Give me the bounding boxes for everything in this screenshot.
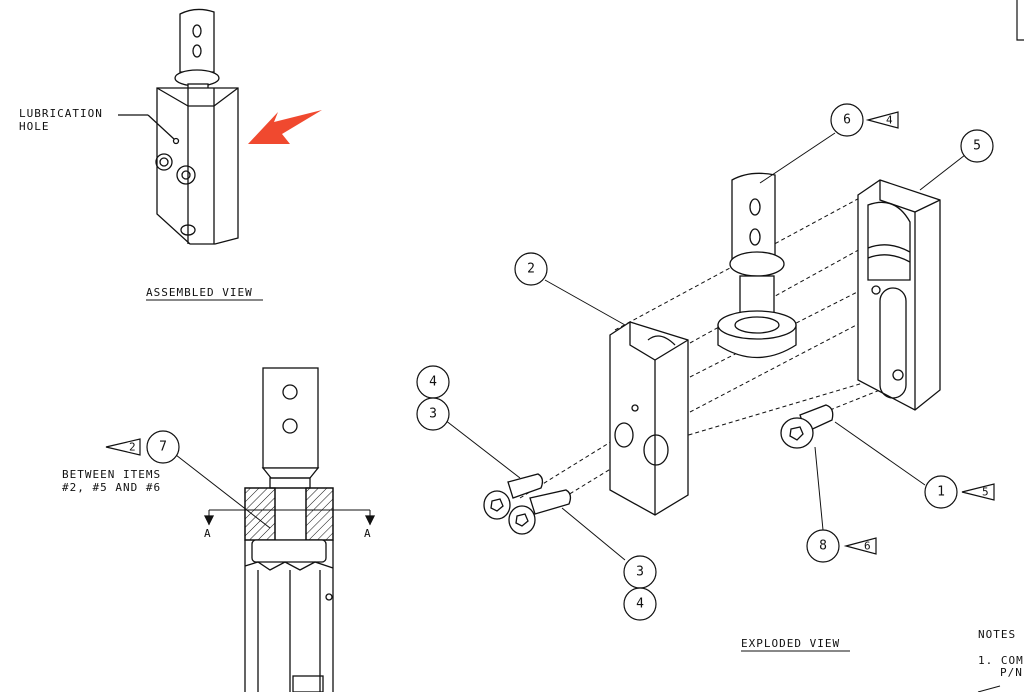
assembled-view xyxy=(118,8,239,245)
assembled-screw-1 xyxy=(155,153,173,171)
notes-line-1: 1. COM xyxy=(978,654,1024,667)
cut-label-right: A xyxy=(364,527,372,540)
balloon-item-4-lower-number: 4 xyxy=(636,597,644,612)
block-item-5 xyxy=(857,179,941,411)
assembled-pin-tab xyxy=(179,8,215,73)
balloon-item-3-upper-number: 3 xyxy=(429,407,437,422)
screw-lower xyxy=(529,489,572,515)
cut-label-left: A xyxy=(204,527,212,540)
red-pointer-arrow xyxy=(248,110,322,144)
balloon-item-6-number: 6 xyxy=(843,113,851,128)
lubrication-label-line1: LUBRICATION xyxy=(19,107,103,120)
balloon-item-8: 8 6 xyxy=(806,529,877,563)
pin-collar xyxy=(729,251,785,277)
balloon-item-2-number: 2 xyxy=(527,262,535,277)
assembled-hinge-body xyxy=(156,87,239,245)
balloon-item-2: 2 xyxy=(514,252,548,286)
section-view xyxy=(175,367,376,692)
between-items-line1: BETWEEN ITEMS xyxy=(62,468,161,481)
balloon-item-4-upper-number: 4 xyxy=(429,375,437,390)
section-hatch-left xyxy=(244,487,276,541)
pin-shaft xyxy=(739,275,775,317)
notes-line-2: P/N xyxy=(1000,666,1023,679)
section-hatch-right xyxy=(305,487,334,541)
pin-tab xyxy=(731,172,776,263)
exploded-parts xyxy=(483,172,941,535)
balloon-item-1-flag: 5 xyxy=(982,486,989,499)
balloon-item-1-number: 1 xyxy=(937,485,945,500)
balloon-item-8-number: 8 xyxy=(819,539,827,554)
lubrication-hole xyxy=(172,137,180,145)
lubrication-label-line2: HOLE xyxy=(19,120,50,133)
assembled-screw-2 xyxy=(176,165,196,185)
notes-title: NOTES xyxy=(978,628,1016,641)
section-pin-tab xyxy=(262,367,319,469)
balloon-item-5: 5 xyxy=(960,129,994,163)
balloon-item-6-flag: 4 xyxy=(886,114,893,127)
screw-upper xyxy=(507,473,544,499)
balloon-item-8-flag: 6 xyxy=(864,540,871,553)
block-item-2 xyxy=(609,321,689,516)
title-block-corner xyxy=(1016,0,1024,41)
exploded-leaders xyxy=(444,132,966,561)
balloon-item-4-upper: 4 xyxy=(416,365,450,399)
balloon-7-number: 7 xyxy=(159,440,167,455)
balloon-item-4-lower: 4 xyxy=(623,587,657,621)
exploded-view-title: EXPLODED VIEW xyxy=(741,637,840,650)
balloon-item-5-number: 5 xyxy=(973,139,981,154)
assembled-bottom-screw xyxy=(180,224,196,236)
section-collar xyxy=(251,539,327,563)
flag-note-2-number: 2 xyxy=(129,441,136,454)
balloon-item-3-lower-number: 3 xyxy=(636,565,644,580)
assembled-view-title: ASSEMBLED VIEW xyxy=(146,286,253,299)
balloon-item-6: 6 4 xyxy=(830,103,899,137)
section-break-line xyxy=(244,561,334,571)
flag-note-2: 2 xyxy=(105,438,141,456)
balloon-item-3-upper: 3 xyxy=(416,397,450,431)
balloon-7: 7 xyxy=(146,430,180,464)
between-items-line2: #2, #5 AND #6 xyxy=(62,481,161,494)
balloon-item-1: 1 5 xyxy=(924,475,995,509)
notes-flag-fragment xyxy=(977,685,1001,692)
balloon-item-3-lower: 3 xyxy=(623,555,657,589)
